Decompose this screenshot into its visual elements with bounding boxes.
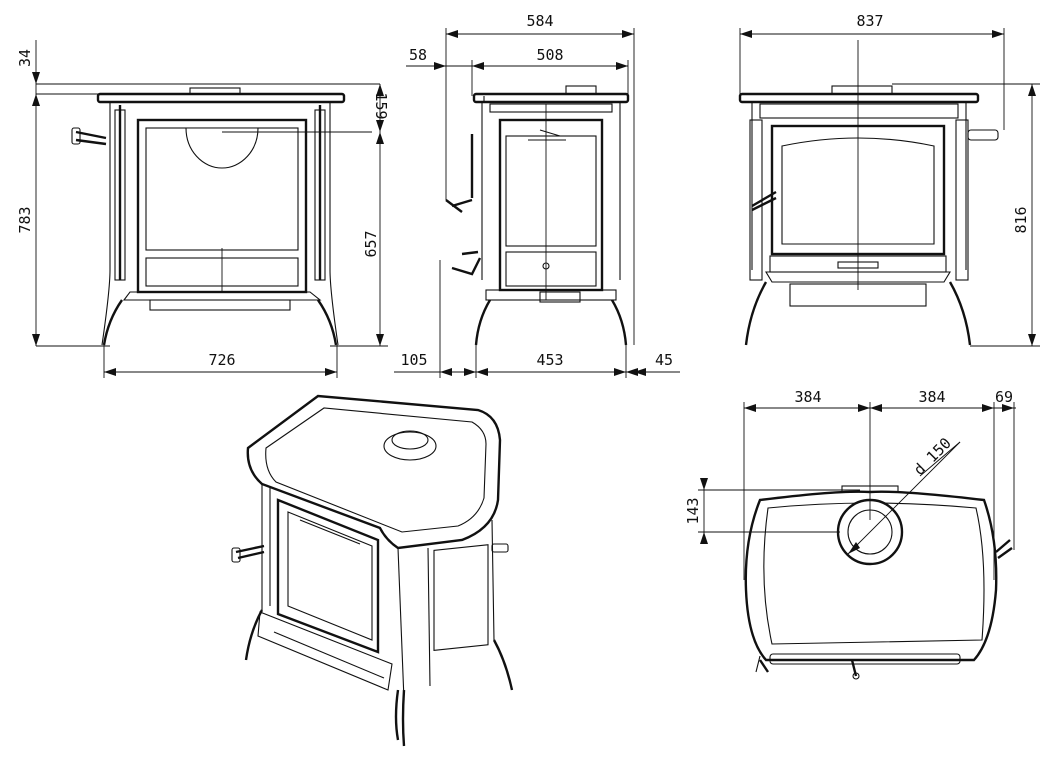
dim-front-gap: 45 xyxy=(655,351,673,369)
dim-flue-depth: 143 xyxy=(684,497,702,524)
dim-base-depth: 453 xyxy=(536,351,563,369)
dim-back-height: 816 xyxy=(1012,206,1030,233)
dim-overall-depth: 584 xyxy=(526,12,553,30)
dim-top-half-right: 384 xyxy=(918,388,945,406)
dim-rear-gap: 105 xyxy=(400,351,427,369)
dim-handle-offset: 58 xyxy=(409,46,427,64)
dim-top-half-left: 384 xyxy=(794,388,821,406)
dim-body-depth: 508 xyxy=(536,46,563,64)
dim-top-gap: 34 xyxy=(16,49,34,67)
dim-total-height: 783 xyxy=(16,206,34,233)
side-view xyxy=(445,85,630,346)
dim-front-width: 726 xyxy=(208,351,235,369)
back-dimensions: 837 816 xyxy=(739,12,1040,347)
dim-flue-diameter: d 150 xyxy=(910,434,955,479)
back-view xyxy=(738,40,999,346)
side-dimensions: 584 508 58 105 453 45 xyxy=(394,12,680,378)
dim-handle-overhang: 69 xyxy=(995,388,1013,406)
dim-back-width: 837 xyxy=(856,12,883,30)
top-dimensions: 384 384 69 143 d 150 xyxy=(684,388,1016,580)
top-view xyxy=(744,485,1013,680)
front-view xyxy=(71,87,372,346)
dim-body-height: 657 xyxy=(362,230,380,257)
front-dimensions: 34 783 159 657 726 xyxy=(16,40,390,378)
dim-flue-offset: 159 xyxy=(372,92,390,119)
isometric-view xyxy=(231,394,514,747)
